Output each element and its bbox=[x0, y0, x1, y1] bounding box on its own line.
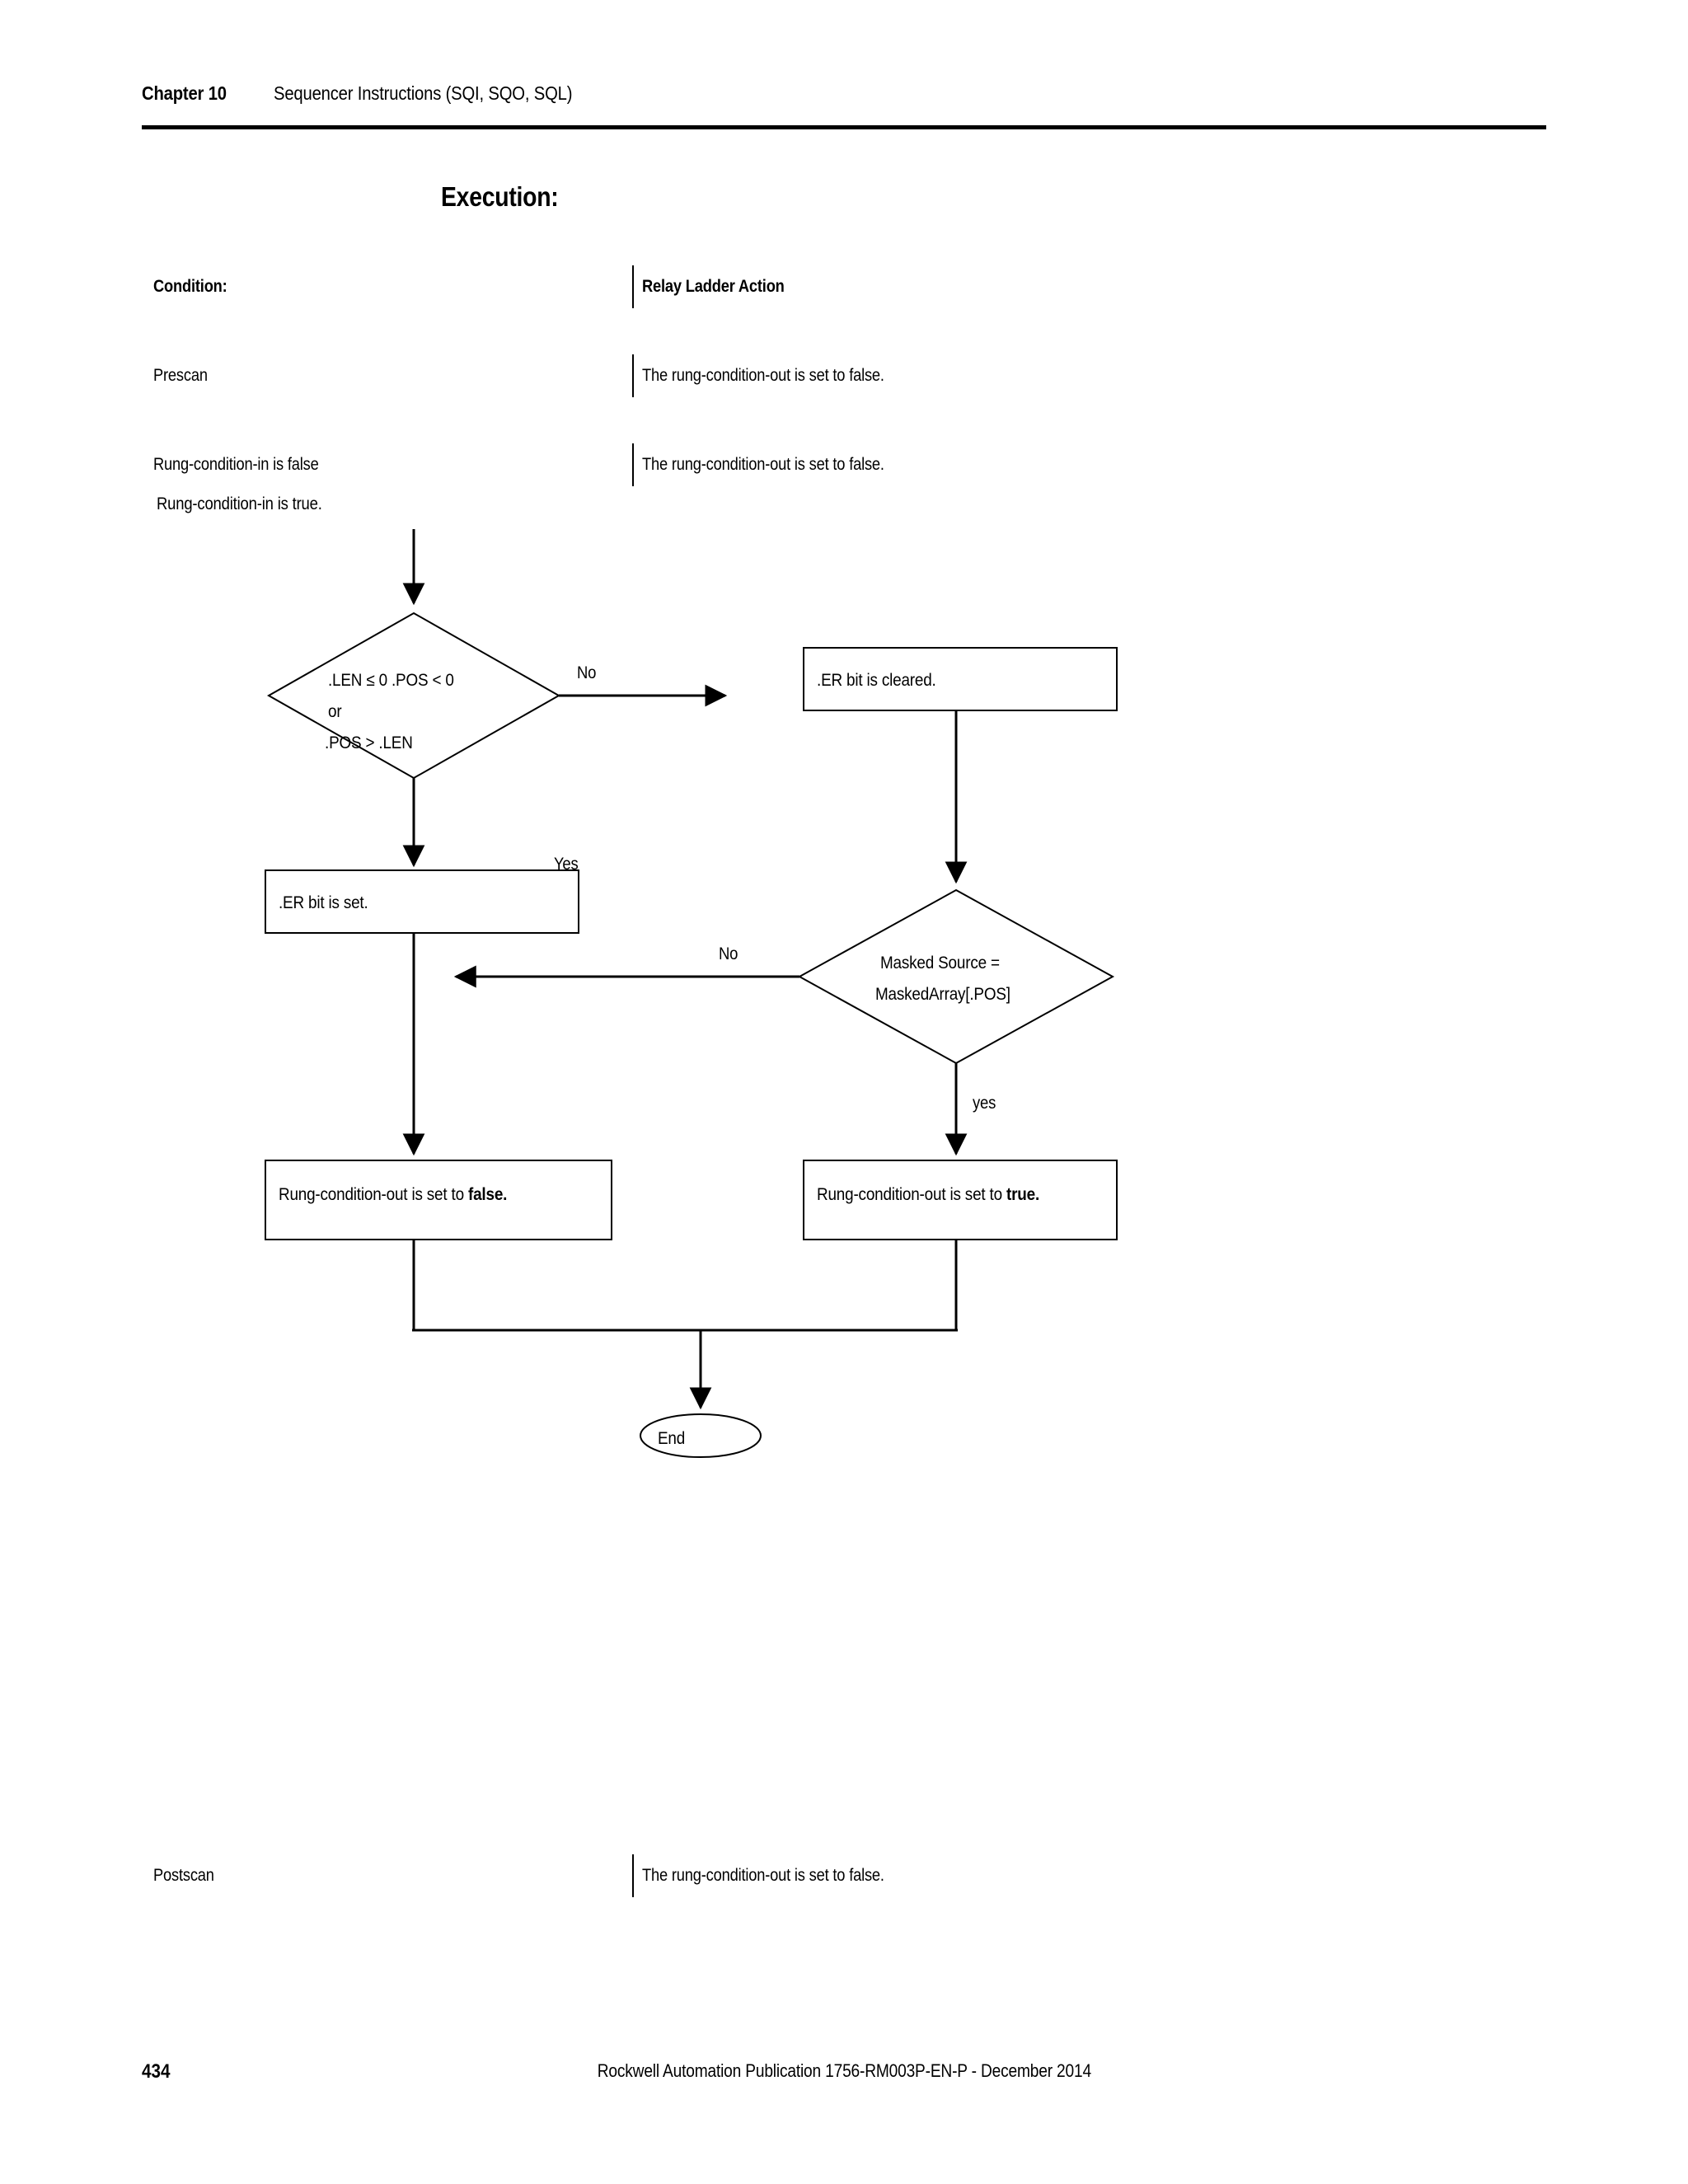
flow-decision2-line1: Masked Source = bbox=[880, 954, 1000, 972]
flow-label-decision2-yes: yes bbox=[973, 1094, 996, 1113]
table-column-divider bbox=[632, 1854, 634, 1897]
flow-box-er-cleared bbox=[803, 647, 1118, 711]
flow-box-rung-false-prefix: Rung-condition-out is set to bbox=[279, 1185, 468, 1204]
flow-terminator-end-label: End bbox=[658, 1429, 685, 1448]
flow-label-decision1-no: No bbox=[577, 663, 596, 682]
table-row: Rung-condition-in is false The rung-cond… bbox=[142, 443, 1546, 486]
table-cell-condition-text: Postscan bbox=[153, 1866, 214, 1885]
flow-label-decision2-no: No bbox=[719, 944, 738, 963]
running-header: Chapter 10 Sequencer Instructions (SQI, … bbox=[142, 82, 1546, 115]
flow-box-rung-false-value: false. bbox=[468, 1185, 507, 1204]
flow-decision-masked-compare bbox=[797, 888, 1115, 1065]
flow-box-rung-false bbox=[265, 1160, 612, 1240]
flow-box-rung-true-value: true. bbox=[1006, 1185, 1039, 1204]
table-cell-condition: Postscan bbox=[153, 1854, 223, 1897]
table-cell-action: The rung-condition-out is set to false. bbox=[642, 1854, 921, 1897]
flow-decision1-line1: .LEN ≤ 0 .POS < 0 bbox=[328, 671, 454, 690]
table-cell-action-text: The rung-condition-out is set to false. bbox=[642, 1866, 884, 1885]
table-cell-action-text: The rung-condition-out is set to false. bbox=[642, 366, 884, 385]
header-chapter-label: Chapter 10 bbox=[142, 82, 227, 104]
page-title: Execution: bbox=[441, 181, 559, 212]
table-column-divider bbox=[632, 354, 634, 397]
table-row: Prescan The rung-condition-out is set to… bbox=[142, 354, 1546, 397]
flow-box-rung-true bbox=[803, 1160, 1118, 1240]
flow-box-rung-true-text: Rung-condition-out is set to true. bbox=[817, 1185, 1039, 1204]
table-header-action: Relay Ladder Action bbox=[642, 265, 805, 308]
footer-publication-text: Rockwell Automation Publication 1756-RM0… bbox=[597, 2060, 1091, 2081]
table-header-row: Condition: Relay Ladder Action bbox=[142, 265, 1546, 308]
table-column-divider bbox=[632, 265, 634, 308]
table-cell-condition-text: Prescan bbox=[153, 366, 208, 385]
table-cell-condition: Rung-condition-in is false bbox=[153, 443, 344, 486]
flow-entry-label: Rung-condition-in is true. bbox=[157, 494, 322, 513]
flow-decision1-line2: or bbox=[328, 702, 342, 721]
header-divider bbox=[142, 125, 1546, 129]
footer-publication: Rockwell Automation Publication 1756-RM0… bbox=[0, 2060, 1688, 2082]
flow-label-decision1-yes: Yes bbox=[554, 855, 579, 874]
table-row: Postscan The rung-condition-out is set t… bbox=[142, 1854, 1546, 1897]
flow-box-er-cleared-text: .ER bit is cleared. bbox=[817, 671, 936, 690]
flow-decision2-line2: MaskedArray[.POS] bbox=[875, 985, 1010, 1004]
table-cell-action-text: The rung-condition-out is set to false. bbox=[642, 455, 884, 474]
table-cell-action: The rung-condition-out is set to false. bbox=[642, 354, 921, 397]
flow-terminator-end bbox=[640, 1413, 762, 1458]
flow-decision1-line3: .POS > .LEN bbox=[325, 733, 413, 752]
table-column-divider bbox=[632, 443, 634, 486]
page-number: 434 bbox=[142, 2060, 171, 2083]
flow-box-rung-true-prefix: Rung-condition-out is set to bbox=[817, 1185, 1006, 1204]
table-cell-condition-text: Rung-condition-in is false bbox=[153, 455, 319, 474]
table-header-condition: Condition: bbox=[153, 265, 238, 308]
execution-flowchart: Rung-condition-in is true. .LEN ≤ 0 .POS… bbox=[0, 462, 1688, 1500]
table-cell-action: The rung-condition-out is set to false. bbox=[642, 443, 921, 486]
table-header-action-text: Relay Ladder Action bbox=[642, 277, 785, 296]
table-header-condition-text: Condition: bbox=[153, 277, 227, 296]
flow-box-er-set-text: .ER bit is set. bbox=[279, 893, 368, 912]
header-chapter-title: Sequencer Instructions (SQI, SQO, SQL) bbox=[274, 82, 573, 104]
flow-decision-range-check bbox=[266, 612, 561, 780]
flow-box-er-set bbox=[265, 869, 579, 934]
table-cell-condition: Prescan bbox=[153, 354, 216, 397]
flow-box-rung-false-text: Rung-condition-out is set to false. bbox=[279, 1185, 507, 1204]
